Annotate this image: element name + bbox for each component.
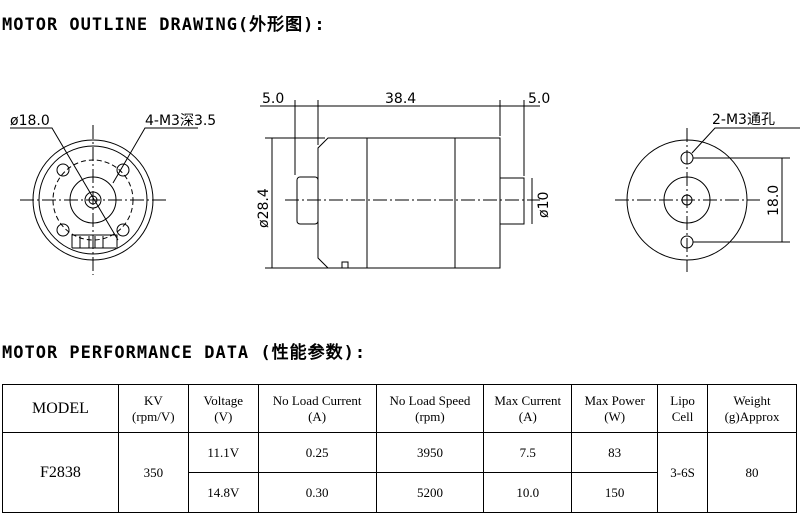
- no-load-speed-cell: 5200: [375, 472, 485, 513]
- kv-cell: 350: [117, 432, 189, 513]
- weight-cell: 80: [707, 432, 797, 513]
- voltage-cell: 14.8V: [187, 472, 259, 513]
- header-weight: Weight(g)Approx: [707, 384, 797, 433]
- outline-title: MOTOR OUTLINE DRAWING(外形图):: [2, 15, 326, 35]
- max-power-cell: 83: [571, 432, 659, 473]
- voltage-cell: 11.1V: [187, 432, 259, 473]
- performance-title: MOTOR PERFORMANCE DATA (性能参数):: [2, 343, 367, 363]
- front-holes-label: 4-M3深3.5: [145, 113, 216, 129]
- rear-holes-label: 2-M3通孔: [712, 112, 775, 128]
- header-no-load-speed: No Load Speed(rpm): [375, 384, 485, 433]
- header-voltage: Voltage(V): [187, 384, 259, 433]
- shaft-dia-label: ø10: [536, 192, 552, 218]
- header-max-power: Max Power(W): [571, 384, 659, 433]
- header-max-current: Max Current(A): [483, 384, 573, 433]
- no-load-current-cell: 0.25: [257, 432, 377, 473]
- performance-table: MODEL KV(rpm/V) Voltage(V) No Load Curre…: [2, 384, 797, 513]
- side-view: [260, 100, 540, 269]
- no-load-current-cell: 0.30: [257, 472, 377, 513]
- no-load-speed-cell: 3950: [375, 432, 485, 473]
- header-row: MODEL KV(rpm/V) Voltage(V) No Load Curre…: [2, 384, 797, 433]
- front-view: [10, 125, 198, 275]
- table-row: F2838 350 11.1V 0.25 3950 7.5 83 3-6S 80: [2, 432, 797, 513]
- table-row: 14.8V 0.30 5200 10.0 150: [3, 472, 797, 513]
- body-dia-label: ø28.4: [256, 188, 272, 228]
- max-current-cell: 7.5: [483, 432, 573, 473]
- header-no-load-current: No Load Current(A): [257, 384, 377, 433]
- len-right-label: 5.0: [528, 91, 550, 107]
- lipo-cell: 3-6S: [657, 432, 709, 513]
- max-current-cell: 10.0: [483, 472, 573, 513]
- header-kv: KV(rpm/V): [117, 384, 189, 433]
- motor-outline-drawing: ø18.0 4-M3深3.5 5.0 38.4 5.0 ø28.4 ø10 2-…: [10, 91, 800, 275]
- front-dia-label: ø18.0: [10, 113, 50, 129]
- model-cell: F2838: [2, 432, 119, 513]
- rear-view: [615, 127, 800, 272]
- rear-dim-label: 18.0: [766, 185, 782, 216]
- max-power-cell: 150: [571, 472, 659, 513]
- header-model: MODEL: [2, 384, 119, 433]
- len-left-label: 5.0: [262, 91, 284, 107]
- len-body-label: 38.4: [385, 91, 416, 107]
